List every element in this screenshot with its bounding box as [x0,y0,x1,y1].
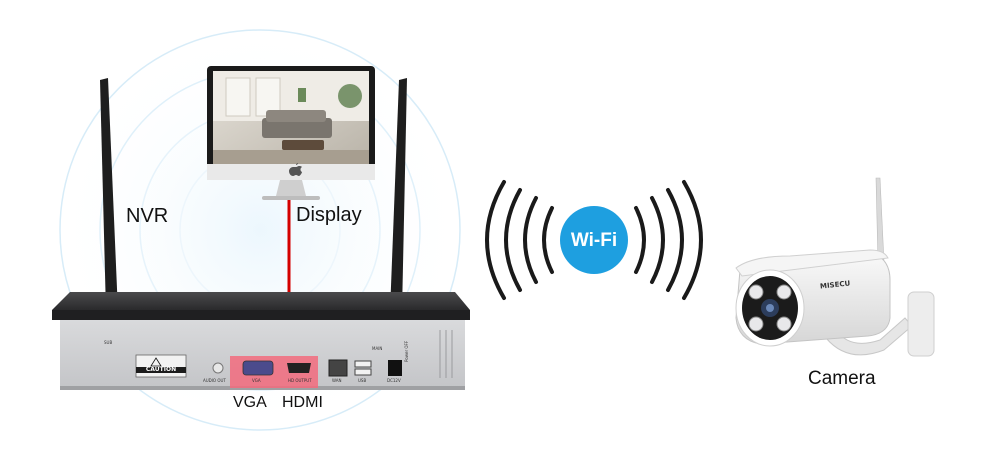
hdmi-label: HDMI [282,394,323,411]
power-text: Power OFF [404,340,409,362]
wifi-badge-text: Wi-Fi [570,230,618,251]
camera-label: Camera [808,368,876,389]
apple-logo-icon [289,163,302,176]
hdmi-port-text: HD OUTPUT [288,378,312,383]
caution-text: CAUTION [145,366,177,373]
display-monitor [207,66,375,200]
sub-antenna-text: SUB [104,340,113,345]
vga-label: VGA [233,394,267,411]
display-label: Display [296,204,362,226]
vga-port-text: VGA [252,378,261,383]
security-camera [735,177,935,357]
wifi-badge [560,206,628,274]
nvr-recorder [52,292,470,390]
usb-port-text: USB [358,378,367,383]
audio-out-text: AUDIO OUT [203,378,226,383]
hdmi-port [287,363,311,373]
power-port [388,360,402,376]
wifi-signal-waves-icon [485,180,703,300]
wan-port-text: WAN [332,378,342,383]
nvr-label: NVR [126,205,169,227]
usb-port [354,360,372,368]
vga-port [242,360,274,376]
wan-port [328,359,348,377]
dc-port-text: DC12V [387,378,401,383]
main-antenna-text: MAIN [372,346,383,351]
